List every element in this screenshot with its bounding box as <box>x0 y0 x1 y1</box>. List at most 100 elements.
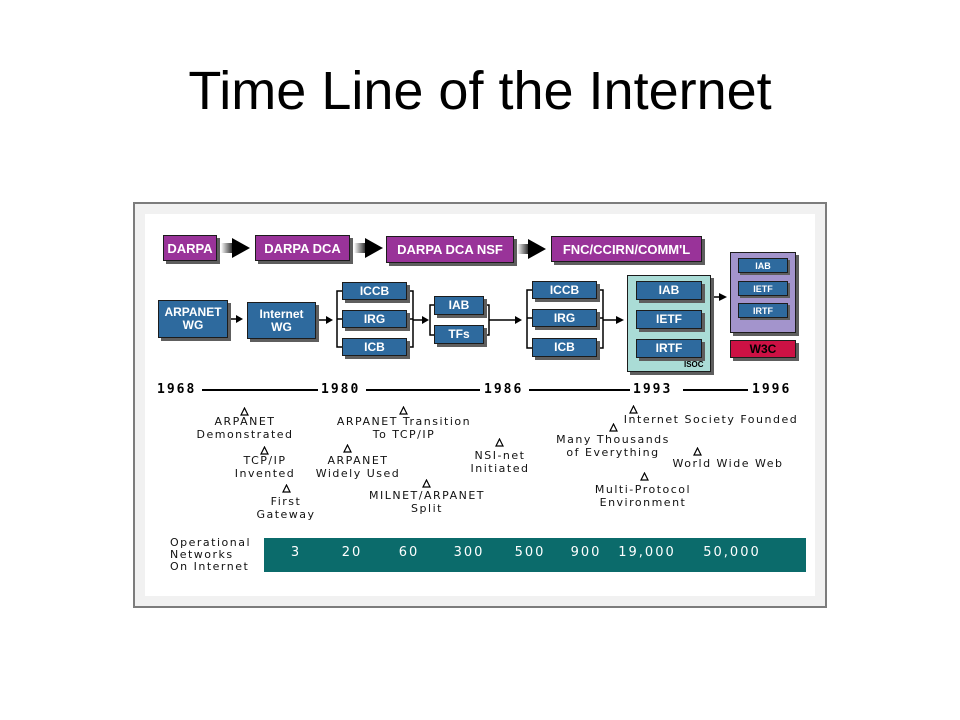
agency-label: DARPA <box>167 240 213 256</box>
event-line: ARPANET Transition <box>336 415 472 428</box>
bracket-right <box>484 304 490 336</box>
event-arpanet-widely-used: ARPANET Widely Used <box>315 454 401 480</box>
group-label: ICCB <box>549 282 580 297</box>
agency-box-darpa: DARPA <box>163 235 217 261</box>
bracket-left <box>336 290 342 348</box>
bracket-left <box>526 289 532 349</box>
stage-1996-container: IAB IETF IRTF <box>730 252 796 333</box>
triangle-icon <box>629 405 638 414</box>
agency-arrow-icon <box>354 238 383 258</box>
group-label: ICB <box>364 339 385 354</box>
group-label: WG <box>271 319 292 334</box>
event-line: NSI-net <box>474 449 526 462</box>
networks-label-line: Networks <box>170 548 234 561</box>
agency-box-fnc: FNC/CCIRN/COMM'L <box>551 236 702 262</box>
group-box-arpanet-wg: ARPANET WG <box>158 300 228 338</box>
network-count: 500 <box>514 545 546 560</box>
bracket-right <box>597 289 604 349</box>
group-label: IRG <box>553 310 576 325</box>
event-world-wide-web: World Wide Web <box>673 457 784 471</box>
network-count: 60 <box>398 545 420 560</box>
agency-arrow-icon <box>517 239 546 259</box>
triangle-icon <box>609 423 618 432</box>
timeline-segment <box>683 389 748 391</box>
event-line: Internet Society Founded <box>623 413 799 426</box>
event-line: Widely Used <box>315 466 401 480</box>
group-box-irtf: IRTF <box>636 339 702 358</box>
agency-label: FNC/CCIRN/COMM'L <box>562 241 691 257</box>
group-box-iccb: ICCB <box>342 282 407 300</box>
group-box-iab: IAB <box>636 281 702 300</box>
event-line: Demonstrated <box>196 427 294 441</box>
group-label: Internet <box>259 306 304 321</box>
timeline-year: 1986 <box>484 382 524 397</box>
arrow-head-icon <box>719 293 727 301</box>
group-box-irtf: IRTF <box>738 303 788 318</box>
network-count: 20 <box>341 545 363 560</box>
group-box-ietf: IETF <box>636 310 702 329</box>
agency-label: DARPA DCA NSF <box>397 242 503 257</box>
network-count: 300 <box>453 545 485 560</box>
timeline-year: 1996 <box>752 382 792 397</box>
triangle-icon <box>693 447 702 456</box>
event-line: To TCP/IP <box>372 427 436 441</box>
event-line: Multi-Protocol <box>594 483 692 496</box>
event-milnet-split: MILNET/ARPANET Split <box>369 489 485 515</box>
event-many-thousands: Many Thousands of Everything <box>556 433 670 459</box>
event-line: of Everything <box>566 445 660 459</box>
group-box-w3c: W3C <box>730 340 796 358</box>
networks-label-line: Operational <box>170 536 252 549</box>
event-internet-society-founded: Internet Society Founded <box>623 413 799 427</box>
arrow-head-icon <box>515 316 522 324</box>
network-count: 50,000 <box>703 545 761 560</box>
triangle-icon <box>495 438 504 447</box>
triangle-icon <box>399 406 408 415</box>
group-label: TFs <box>448 327 470 341</box>
networks-label-line: On Internet <box>170 560 250 573</box>
event-line: ARPANET <box>214 415 276 428</box>
arrow-head-icon <box>422 316 429 324</box>
network-count: 19,000 <box>618 545 676 560</box>
timeline-year: 1993 <box>633 382 673 397</box>
event-line: ARPANET <box>327 454 389 467</box>
event-first-gateway: First Gateway <box>256 495 316 521</box>
networks-label: Operational Networks On Internet <box>170 537 251 573</box>
triangle-icon <box>260 446 269 455</box>
group-box-irg: IRG <box>342 310 407 328</box>
group-label: IETF <box>656 312 682 326</box>
group-label: IETF <box>753 283 773 294</box>
group-label: ICCB <box>359 283 390 298</box>
event-line: First <box>270 495 302 508</box>
group-box-icb: ICB <box>532 338 597 357</box>
group-box-iccb: ICCB <box>532 281 597 299</box>
group-box-irg: IRG <box>532 309 597 327</box>
event-line: TCP/IP <box>243 454 287 467</box>
event-line: Initiated <box>470 461 530 475</box>
arrow-head-icon <box>326 316 333 324</box>
group-label: W3C <box>749 341 777 356</box>
event-line: Gateway <box>256 507 316 521</box>
event-tcpip-invented: TCP/IP Invented <box>235 454 296 480</box>
bracket-left <box>429 304 434 336</box>
network-count: 3 <box>290 545 302 560</box>
timeline-year: 1980 <box>321 382 361 397</box>
group-box-internet-wg: Internet WG <box>247 302 316 339</box>
agency-box-darpa-dca: DARPA DCA <box>255 235 350 261</box>
timeline-year: 1968 <box>157 382 197 397</box>
event-line: Environment <box>599 495 687 509</box>
timeline-segment <box>202 389 318 391</box>
event-arpanet-demonstrated: ARPANET Demonstrated <box>196 415 294 441</box>
event-nsinet-initiated: NSI-net Initiated <box>470 449 530 475</box>
isoc-container: IAB IETF IRTF ISOC <box>627 275 711 372</box>
arrow-head-icon <box>616 316 624 324</box>
group-label: ARPANET <box>164 305 222 319</box>
group-box-iab: IAB <box>738 258 788 273</box>
event-multi-protocol: Multi-Protocol Environment <box>594 483 692 509</box>
group-box-iab: IAB <box>434 296 484 315</box>
group-label: IAB <box>658 283 680 297</box>
group-label: WG <box>182 318 204 332</box>
event-arpanet-transition: ARPANET Transition To TCP/IP <box>336 415 472 441</box>
agency-box-darpa-dca-nsf: DARPA DCA NSF <box>386 236 514 263</box>
event-line: Many Thousands <box>556 433 670 446</box>
